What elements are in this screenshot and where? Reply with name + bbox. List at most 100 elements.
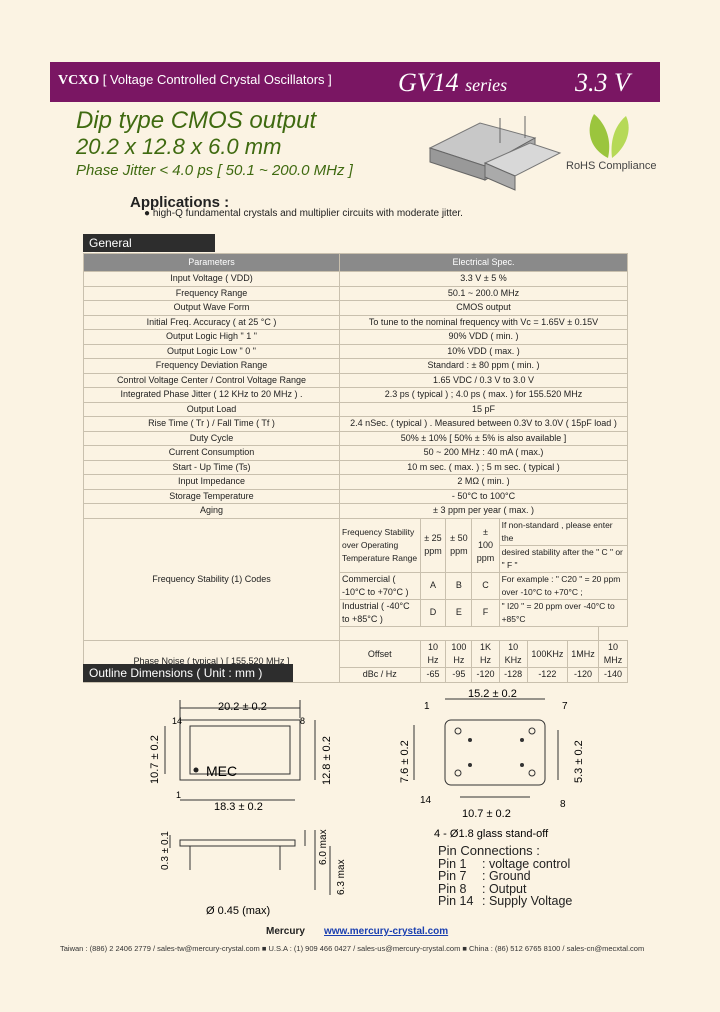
pin-row: Pin 8: Output [438, 881, 527, 896]
bottom-pin-1: 1 [424, 701, 430, 712]
stability-range: Frequency Stability over Operating Tempe… [339, 517, 421, 573]
dim-height: 10.7 ± 0.2 [149, 735, 161, 784]
banner-voltage: 3.3 V [575, 68, 630, 97]
code-cell: E [445, 598, 473, 627]
brand-name: Mercury [266, 926, 305, 937]
ppm-cell: ± 25 ppm [419, 517, 447, 573]
stability-note: " I20 " = 20 ppm over -40°C to +85°C [498, 598, 629, 627]
spec-cell: 15 pF [339, 401, 628, 417]
param-cell: Duty Cycle [83, 430, 340, 446]
offset-cell: 10 MHz [598, 640, 628, 668]
product-photo [428, 116, 562, 191]
dim-base: 18.3 ± 0.2 [214, 801, 263, 813]
pin-14-label: 14 [172, 716, 182, 726]
table-row: Input Voltage ( VDD)3.3 V ± 5 % [83, 271, 628, 287]
offset-cell: 1MHz [566, 640, 600, 668]
phase-jitter-summary: Phase Jitter < 4.0 ps [ 50.1 ~ 200.0 MHz… [76, 162, 353, 179]
noise-value: -122 [526, 667, 569, 683]
banner-product-type: VCXO [ Voltage Controlled Crystal Oscill… [58, 72, 332, 88]
pin-1-label: 1 [176, 790, 181, 800]
bottom-pin-14: 14 [420, 795, 432, 806]
table-row: Storage Temperature- 50°C to 100°C [83, 488, 628, 504]
table-row: Aging± 3 ppm per year ( max. ) [83, 503, 628, 519]
spec-cell: ± 3 ppm per year ( max. ) [339, 503, 628, 519]
dim-lead: 6.3 max [336, 859, 347, 895]
offset-cell: 10 Hz [419, 640, 447, 668]
offset-cell: 10 KHz [498, 640, 528, 668]
dim-pin-diameter: Ø 0.45 (max) [206, 905, 270, 917]
commercial-label: Commercial ( -10°C to +70°C ) [339, 571, 421, 600]
spec-cell: 10 m sec. ( max. ) ; 5 m sec. ( typical … [339, 459, 628, 475]
spec-cell: 2 MΩ ( min. ) [339, 474, 628, 490]
code-cell: F [471, 598, 500, 627]
param-cell: Integrated Phase Jitter ( 12 KHz to 20 M… [83, 387, 340, 403]
param-cell: Storage Temperature [83, 488, 340, 504]
spacer-cell [338, 625, 600, 641]
offset-cell: 100 Hz [445, 640, 473, 668]
banner-series: GV14 series [398, 68, 508, 97]
applications-item: ● high-Q fundamental crystals and multip… [144, 208, 463, 219]
pin-connections-heading: Pin Connections : [438, 843, 540, 858]
param-cell: Input Voltage ( VDD) [83, 271, 340, 287]
table-row: Integrated Phase Jitter ( 12 KHz to 20 M… [83, 387, 628, 403]
offset-cell: 100KHz [526, 640, 569, 668]
pin-row: Pin 7: Ground [438, 869, 531, 883]
outline-drawing: 20.2 ± 0.2 14 8 1 MEC 18.3 ± 0.2 Ø 0.45 … [149, 700, 347, 917]
param-cell: Output Wave Form [83, 300, 340, 316]
code-cell: A [419, 571, 447, 600]
stability-note: desired stability after the " C " or " F… [498, 544, 629, 573]
spec-cell: 50 ~ 200 MHz : 40 mA ( max.) [339, 445, 628, 461]
spec-cell: Standard : ± 80 ppm ( min. ) [339, 358, 628, 374]
ppm-cell: ± 100 ppm [471, 517, 500, 573]
table-row: Output Logic High " 1 "90% VDD ( min. ) [83, 329, 628, 345]
stability-label: Frequency Stability (1) Codes [83, 517, 340, 641]
rohs-label: RoHS Compliance [566, 160, 657, 172]
dim-thickness: 0.3 ± 0.1 [160, 831, 171, 870]
spec-cell: 10% VDD ( max. ) [339, 343, 628, 359]
table-row: Initial Freq. Accuracy ( at 25 °C )To tu… [83, 314, 628, 330]
noise-value: -95 [445, 667, 473, 683]
dim-width: 20.2 ± 0.2 [218, 701, 267, 713]
website-link[interactable]: www.mercury-crystal.com [324, 926, 449, 937]
mec-mark: MEC [206, 763, 237, 779]
param-cell: Input Impedance [83, 474, 340, 490]
spec-cell: 50.1 ~ 200.0 MHz [339, 285, 628, 301]
noise-value: -65 [419, 667, 447, 683]
code-cell: B [445, 571, 473, 600]
title-banner: VCXO [ Voltage Controlled Crystal Oscill… [50, 62, 660, 102]
noise-value: -140 [598, 667, 628, 683]
pin-8-label: 8 [300, 716, 305, 726]
table-row: Output Logic Low " 0 "10% VDD ( max. ) [83, 343, 628, 359]
dim-pin-spacing: 5.3 ± 0.2 [573, 740, 585, 783]
unit-label: dBc / Hz [339, 667, 421, 683]
rohs-leaf-icon [589, 114, 629, 158]
dim-side-height: 6.0 max [318, 829, 329, 865]
spec-cell: - 50°C to 100°C [339, 488, 628, 504]
table-row: Start - Up Time (Ts)10 m sec. ( max. ) ;… [83, 459, 628, 475]
param-cell: Output Load [83, 401, 340, 417]
col-spec: Electrical Spec. [339, 253, 628, 272]
standoff-note: 4 - Ø1.8 glass stand-off [434, 828, 549, 840]
product-title: Dip type CMOS output [76, 107, 317, 134]
param-cell: Frequency Deviation Range [83, 358, 340, 374]
param-cell: Aging [83, 503, 340, 519]
stability-note: For example : " C20 " = 20 ppm over -10°… [498, 571, 629, 600]
stability-note: If non-standard , please enter the [498, 517, 629, 546]
dim-height-2: 12.8 ± 0.2 [321, 736, 333, 785]
col-parameters: Parameters [83, 253, 340, 272]
bottom-pin-8: 8 [560, 799, 566, 810]
spec-cell: CMOS output [339, 300, 628, 316]
param-cell: Current Consumption [83, 445, 340, 461]
product-dimensions: 20.2 x 12.8 x 6.0 mm [76, 134, 282, 159]
param-cell: Output Logic High " 1 " [83, 329, 340, 345]
spec-cell: 2.4 nSec. ( typical ) . Measured between… [339, 416, 628, 432]
code-cell: C [471, 571, 500, 600]
spec-cell: 1.65 VDC / 0.3 V to 3.0 V [339, 372, 628, 388]
bottom-view-drawing: 15.2 ± 0.2 1 7 14 8 10.7 ± 0.2 4 - Ø1.8 … [399, 688, 585, 840]
ppm-cell: ± 50 ppm [445, 517, 473, 573]
